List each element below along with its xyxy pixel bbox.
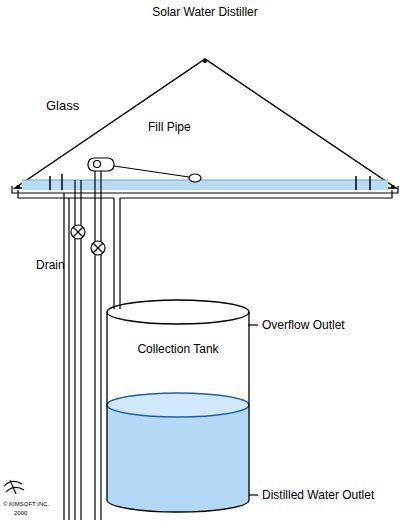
part-label: Glass [46,98,79,113]
tank-feed-pipe [114,198,120,309]
glass-cover [203,59,207,63]
glass-cover [16,185,20,189]
outlet-label: Overflow Outlet [262,318,345,332]
copyright-note: © KIMSOFT INC. [3,500,49,508]
collection-gutter [12,186,398,193]
valve-symbol [91,241,105,255]
logo-mark [4,480,24,494]
valve-symbol [93,243,103,253]
tank-wall [107,312,249,512]
pipes [63,193,64,520]
water-basin [369,176,371,190]
water-basin [22,174,388,190]
tank-feed-pipe [113,198,114,309]
tank-rim [107,300,249,324]
water-basin [61,174,63,190]
collection-gutter [120,190,392,198]
collection-gutter [18,190,114,198]
valve-symbol [93,243,103,253]
water-basin [22,180,388,181]
float-valve [189,174,201,182]
tank-outline [106,298,250,512]
tank-label: Collection Tank [137,342,218,356]
water-basin [49,176,51,190]
part-label: Drain [36,258,65,272]
glass-cover [15,59,396,188]
pipes [68,198,69,520]
collection-tank: Collection Tank [106,298,250,512]
diagram-title: Solar Water Distiller [152,5,258,19]
glass-cover [391,185,395,189]
pipes [64,170,101,520]
pipes [100,170,101,520]
copyright-year: 2000 [14,509,27,517]
glass-cover [15,59,396,189]
water-basin [355,176,357,190]
float-valve [114,166,189,177]
float-valve [88,158,114,171]
logo-mark [4,481,22,486]
float-valve [94,161,101,168]
logo-mark [10,480,16,494]
valve-symbol [71,225,85,239]
water-basin [22,180,388,190]
tank-water [107,405,249,512]
part-label: Fill Pipe [148,120,191,134]
float-valve [88,158,201,182]
water-surface [107,393,249,417]
valve-symbol [73,227,83,237]
outlet-label: Distilled Water Outlet [262,488,374,502]
tank-feed-pipe [119,198,120,309]
valve-symbol [71,225,105,255]
collection-gutter [12,186,398,198]
pipes [94,170,95,520]
valve-symbol [73,227,83,237]
